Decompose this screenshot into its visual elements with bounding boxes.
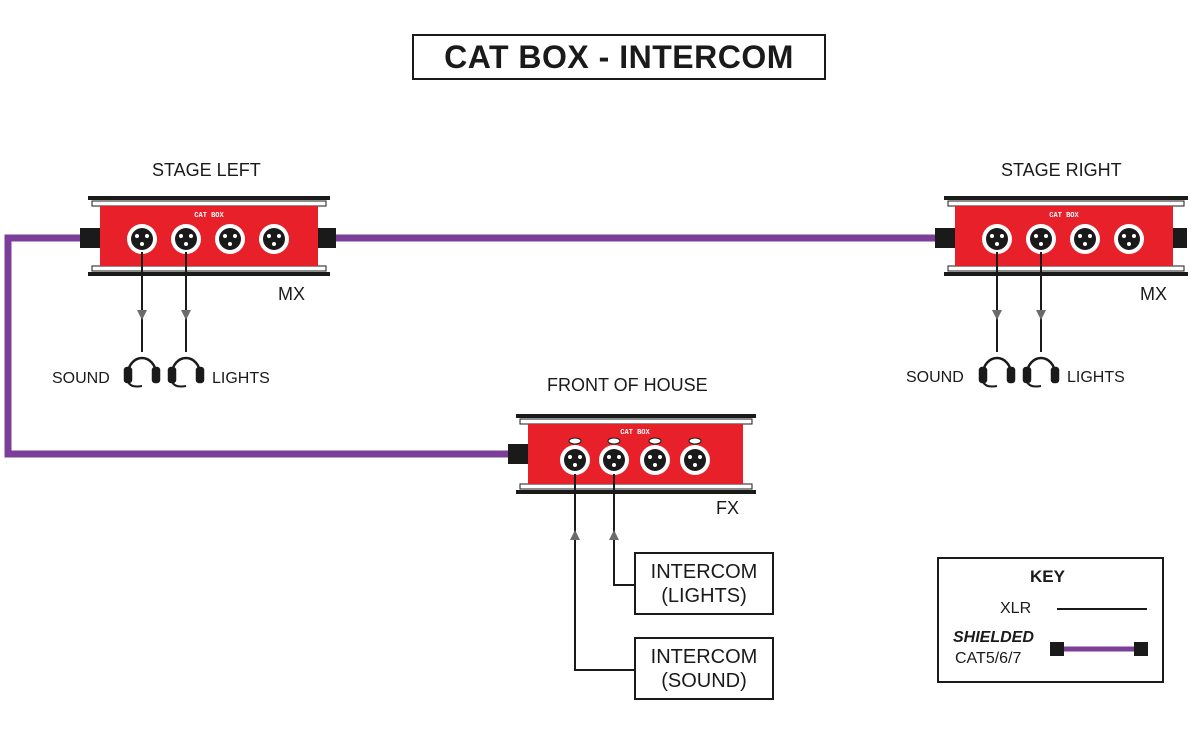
stage-left-box: CAT BOX	[80, 196, 336, 276]
key-shielded-label: SHIELDED	[953, 629, 1034, 646]
page-title: CAT BOX - INTERCOM	[444, 38, 794, 75]
arrow-up-icon	[570, 530, 580, 540]
arrow-heads	[137, 310, 1046, 540]
intercom-sound-line2: (SOUND)	[661, 669, 747, 692]
stage-left-brand: CAT BOX	[194, 212, 224, 220]
foh-model: FX	[716, 498, 740, 518]
headset-icon	[123, 356, 161, 388]
intercom-lights-line2: (LIGHTS)	[661, 584, 747, 607]
cat-cable-sl-to-foh	[4, 234, 512, 458]
xlr-jack	[215, 224, 245, 254]
intercom-lights-box: INTERCOM (LIGHTS)	[634, 552, 774, 615]
key-title: KEY	[1030, 567, 1065, 586]
arrow-down-icon	[181, 310, 191, 320]
stage-right-brand: CAT BOX	[1049, 212, 1079, 220]
stage-right-label: STAGE RIGHT	[1001, 160, 1122, 180]
arrow-up-icon	[609, 530, 619, 540]
foh-brand: CAT BOX	[620, 429, 650, 437]
stage-right-box: CAT BOX	[935, 196, 1188, 276]
stage-right-lights-label: LIGHTS	[1067, 369, 1125, 386]
key-xlr-label: XLR	[1000, 600, 1032, 617]
title-box: CAT BOX - INTERCOM	[412, 34, 826, 80]
stage-right-model: MX	[1140, 284, 1167, 304]
xlr-jack	[680, 437, 710, 475]
key-box	[937, 557, 1164, 683]
xlr-jack	[171, 224, 201, 254]
arrow-down-icon	[992, 310, 1002, 320]
stage-left-sound-label: SOUND	[52, 370, 110, 387]
intercom-sound-box: INTERCOM (SOUND)	[634, 637, 774, 700]
key-cat-label: CAT5/6/7	[955, 650, 1022, 667]
foh-box: CAT BOX	[508, 414, 756, 494]
xlr-jack	[560, 437, 590, 475]
headset-icon	[1022, 356, 1060, 388]
intercom-sound-line1: INTERCOM	[650, 645, 758, 668]
xlr-jack	[1026, 224, 1056, 254]
xlr-jack	[982, 224, 1012, 254]
xlr-jack	[640, 437, 670, 475]
xlr-jack	[1114, 224, 1144, 254]
arrow-down-icon	[1036, 310, 1046, 320]
headset-icon	[978, 356, 1016, 388]
key-cat-line	[1050, 642, 1148, 656]
xlr-jack	[1070, 224, 1100, 254]
foh-label: FRONT OF HOUSE	[547, 375, 708, 395]
headset-icon	[167, 356, 205, 388]
xlr-jack	[127, 224, 157, 254]
xlr-jack	[259, 224, 289, 254]
stage-right-sound-label: SOUND	[906, 369, 964, 386]
stage-left-model: MX	[278, 284, 305, 304]
stage-left-label: STAGE LEFT	[152, 160, 261, 180]
intercom-lights-line1: INTERCOM	[650, 560, 758, 583]
arrow-down-icon	[137, 310, 147, 320]
xlr-jack	[599, 437, 629, 475]
stage-left-lights-label: LIGHTS	[212, 370, 270, 387]
xlr-lines	[141, 252, 1042, 671]
cat-cables	[4, 234, 938, 458]
